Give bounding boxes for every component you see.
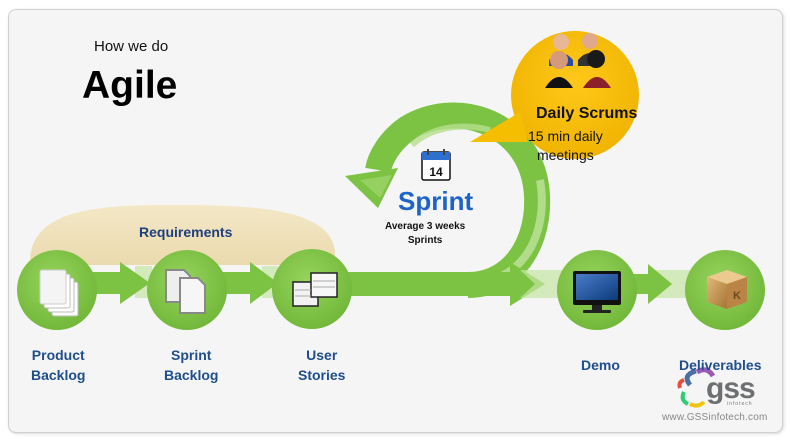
daily-scrums-line1: 15 min daily	[528, 128, 603, 144]
package-box-icon: K	[707, 270, 747, 309]
step-label-sprint-backlog: Sprint Backlog	[164, 345, 218, 385]
sprint-subtitle-line2: Sprints	[407, 235, 443, 246]
sprint-subtitle: Average 3 weeks Sprints	[385, 220, 465, 248]
brand-logo-text: gss	[706, 372, 756, 405]
step-label-user-stories: User Stories	[298, 345, 345, 385]
flow-arrow-4	[630, 264, 690, 304]
daily-scrums-desc: 15 min daily meetings	[528, 127, 603, 165]
calendar-day: 14	[429, 165, 443, 179]
step-label-line1: Sprint	[171, 347, 212, 363]
calendar-icon: 14	[421, 149, 451, 181]
documents-copy-icon	[165, 269, 206, 314]
requirements-label: Requirements	[139, 224, 233, 240]
page-title: Agile	[82, 64, 178, 107]
sprint-title: Sprint	[398, 186, 474, 216]
brand-url[interactable]: www.GSSinfotech.com	[662, 412, 768, 423]
step-label-line1: User	[306, 347, 338, 363]
sprint-subtitle-line1: Average 3 weeks	[385, 221, 466, 232]
step-label-line2: Stories	[298, 367, 346, 383]
page-subtitle: How we do	[94, 38, 169, 55]
step-label-line2: Backlog	[31, 367, 86, 383]
step-label-line1: Product	[31, 347, 85, 363]
step-label-deliverables: Deliverables	[679, 357, 762, 373]
requirements-band	[30, 205, 335, 265]
document-stack-icon	[39, 269, 79, 317]
daily-scrums-line2: meetings	[536, 147, 594, 163]
daily-scrums-title: Daily Scrums	[536, 105, 638, 122]
people-group-icon	[545, 33, 611, 88]
monitor-icon	[573, 271, 621, 313]
gss-logo-icon	[677, 367, 716, 408]
cards-icon	[292, 272, 338, 307]
brand-logo-subtext: infotech	[727, 401, 753, 407]
step-label-line2: Backlog	[164, 367, 219, 383]
step-label-product-backlog: Product Backlog	[31, 345, 85, 385]
daily-scrums-bubble	[470, 31, 639, 159]
svg-text:K: K	[733, 290, 741, 302]
step-label-demo: Demo	[581, 357, 620, 373]
flow-arrow-3	[330, 262, 565, 306]
